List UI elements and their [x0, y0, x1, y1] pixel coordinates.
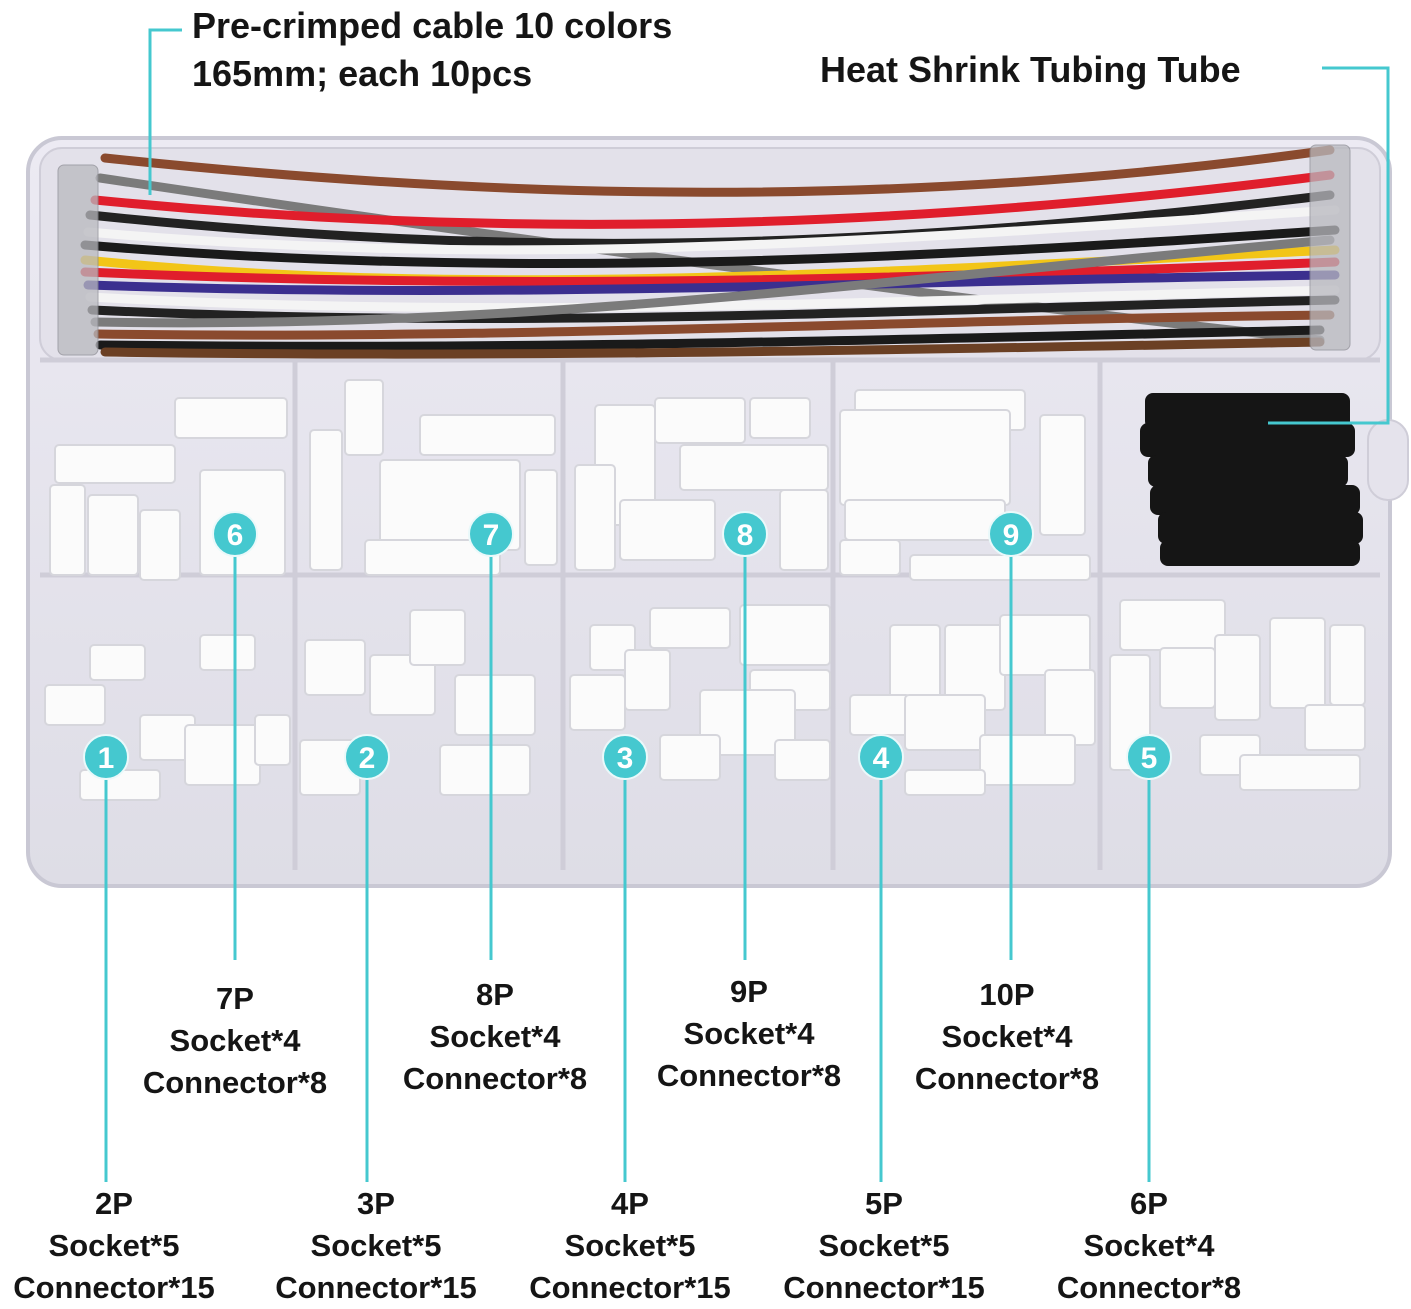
heat-shrink-tubes: [1140, 393, 1363, 566]
spec-connector: Connector*15: [275, 1270, 477, 1305]
spec-10p: 10P Socket*4 Connector*8: [890, 974, 1124, 1100]
spec-connector: Connector*8: [1056, 1270, 1242, 1305]
badge-6: 6: [212, 511, 258, 557]
spec-pins: 7P: [216, 981, 254, 1016]
spec-7p: 7P Socket*4 Connector*8: [118, 978, 352, 1104]
spec-socket: Socket*4: [941, 1019, 1073, 1054]
spec-connector: Connector*8: [914, 1061, 1100, 1096]
spec-socket: Socket*5: [564, 1228, 696, 1263]
spec-socket: Socket*5: [48, 1228, 180, 1263]
spec-5p: 5P Socket*5 Connector*15: [766, 1183, 1002, 1309]
spec-3p: 3P Socket*5 Connector*15: [258, 1183, 494, 1309]
spec-pins: 8P: [476, 977, 514, 1012]
cable-note-line-2: 165mm; each 10pcs: [192, 53, 533, 94]
spec-pins: 6P: [1130, 1186, 1168, 1221]
spec-pins: 5P: [865, 1186, 903, 1221]
spec-connector: Connector*8: [142, 1065, 328, 1100]
spec-pins: 3P: [357, 1186, 395, 1221]
badge-4: 4: [858, 734, 904, 780]
badge-1: 1: [83, 734, 129, 780]
spec-socket: Socket*5: [818, 1228, 950, 1263]
spec-8p: 8P Socket*4 Connector*8: [378, 974, 612, 1100]
spec-connector: Connector*8: [402, 1061, 588, 1096]
spec-9p: 9P Socket*4 Connector*8: [632, 971, 866, 1097]
spec-connector: Connector*15: [783, 1270, 985, 1305]
cable-bundle: [80, 145, 1340, 359]
spec-socket: Socket*4: [429, 1019, 561, 1054]
connector-housings: [44, 379, 1366, 801]
badge-3: 3: [602, 734, 648, 780]
crimp-terminals: [57, 144, 1351, 356]
badge-8: 8: [722, 511, 768, 557]
spec-6p: 6P Socket*4 Connector*8: [1034, 1183, 1264, 1309]
spec-pins: 10P: [979, 977, 1035, 1012]
spec-socket: Socket*5: [310, 1228, 442, 1263]
spec-4p: 4P Socket*5 Connector*15: [512, 1183, 748, 1309]
spec-connector: Connector*8: [656, 1058, 842, 1093]
cable-note: Pre-crimped cable 10 colors 165mm; each …: [192, 2, 672, 98]
badge-2: 2: [344, 734, 390, 780]
badge-9: 9: [988, 511, 1034, 557]
spec-pins: 9P: [730, 974, 768, 1009]
spec-2p: 2P Socket*5 Connector*15: [0, 1183, 228, 1309]
spec-socket: Socket*4: [1083, 1228, 1215, 1263]
badge-5: 5: [1126, 734, 1172, 780]
spec-connector: Connector*15: [13, 1270, 215, 1305]
spec-socket: Socket*4: [683, 1016, 815, 1051]
spec-socket: Socket*4: [169, 1023, 301, 1058]
spec-connector: Connector*15: [529, 1270, 731, 1305]
spec-pins: 4P: [611, 1186, 649, 1221]
tube-note: Heat Shrink Tubing Tube: [820, 49, 1241, 90]
leader-lines: [104, 28, 1390, 1182]
spec-pins: 2P: [95, 1186, 133, 1221]
cable-note-line-1: Pre-crimped cable 10 colors: [192, 5, 673, 46]
badge-7: 7: [468, 511, 514, 557]
